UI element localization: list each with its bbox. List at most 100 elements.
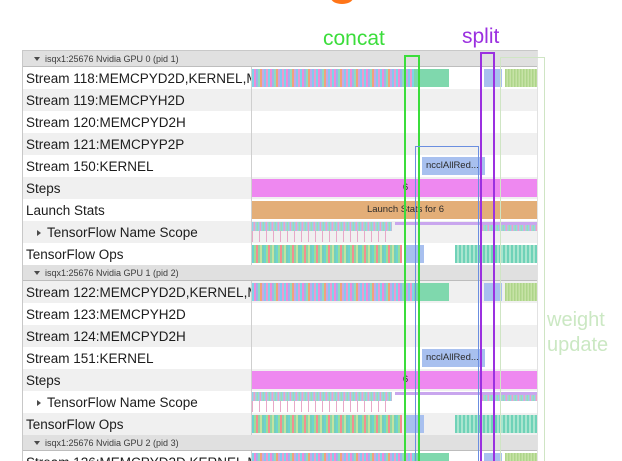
row-label-text: Stream 126:MEMCPYD2D,KERNEL,MI xyxy=(26,455,251,461)
timeline-bar[interactable] xyxy=(414,453,449,461)
timeline-track[interactable] xyxy=(251,451,537,461)
timeline-row[interactable]: Stream 122:MEMCPYD2D,KERNEL,MI xyxy=(23,281,537,303)
timeline-bar[interactable]: ncclAllRed... xyxy=(422,157,485,175)
timeline-row[interactable]: Stream 121:MEMCPYP2P xyxy=(23,133,537,155)
timeline-row[interactable]: Stream 123:MEMCPYH2D xyxy=(23,303,537,325)
timeline-track[interactable] xyxy=(251,221,537,243)
row-label[interactable]: TensorFlow Ops xyxy=(23,247,251,262)
timeline-bar[interactable] xyxy=(484,69,502,87)
group-header-1[interactable]: isqx1:25676 Nvidia GPU 1 (pid 2) xyxy=(23,265,537,281)
timeline-bar[interactable] xyxy=(252,283,414,301)
timeline-bar[interactable] xyxy=(252,415,402,433)
row-label[interactable]: Steps xyxy=(23,373,251,388)
timeline-bar[interactable] xyxy=(484,453,502,461)
timeline-row[interactable]: Stream 126:MEMCPYD2D,KERNEL,MI xyxy=(23,451,537,461)
timeline-track[interactable]: 6 xyxy=(251,177,537,199)
timeline-bar[interactable]: ncclAllRed... xyxy=(422,349,485,367)
timeline-bar[interactable] xyxy=(252,222,392,231)
timeline-track[interactable] xyxy=(251,413,537,435)
row-label[interactable]: Stream 120:MEMCPYD2H xyxy=(23,115,251,130)
timeline-track[interactable]: ncclAllRed... xyxy=(251,155,537,177)
timeline-row[interactable]: TensorFlow Ops xyxy=(23,243,537,265)
timeline-bar[interactable] xyxy=(455,415,537,433)
chevron-right-icon[interactable] xyxy=(37,229,41,236)
chevron-down-icon[interactable] xyxy=(34,56,40,61)
timeline-row[interactable]: Stream 151:KERNEL ncclAllRed... xyxy=(23,347,537,369)
timeline-row[interactable]: TensorFlow Ops xyxy=(23,413,537,435)
timeline-bar[interactable] xyxy=(505,69,537,87)
row-label[interactable]: TensorFlow Name Scope xyxy=(23,225,251,240)
timeline-bar[interactable] xyxy=(414,283,449,301)
row-label[interactable]: TensorFlow Name Scope xyxy=(23,395,251,410)
row-label[interactable]: Stream 119:MEMCPYH2D xyxy=(23,93,251,108)
timeline-row[interactable]: Stream 118:MEMCPYD2D,KERNEL,ME xyxy=(23,67,537,89)
row-label-text: Stream 120:MEMCPYD2H xyxy=(26,114,186,130)
timeline-track[interactable] xyxy=(251,281,537,303)
timeline-bar[interactable] xyxy=(252,231,392,242)
timeline-bar[interactable] xyxy=(395,222,537,225)
timeline-track[interactable]: 6 xyxy=(251,369,537,391)
timeline-track[interactable] xyxy=(251,111,537,133)
timeline-panel[interactable]: isqx1:25676 Nvidia GPU 0 (pid 1) Stream 1… xyxy=(22,50,538,461)
row-label[interactable]: Stream 126:MEMCPYD2D,KERNEL,MI xyxy=(23,455,251,461)
timeline-bar[interactable]: 6 xyxy=(252,371,537,389)
timeline-bar[interactable] xyxy=(455,245,537,263)
timeline-track[interactable] xyxy=(251,67,537,89)
timeline-bar[interactable] xyxy=(505,283,537,301)
row-label[interactable]: Stream 151:KERNEL xyxy=(23,351,251,366)
timeline-bar[interactable] xyxy=(252,401,392,412)
timeline-bar[interactable]: 6 xyxy=(252,179,537,197)
group-header-0[interactable]: isqx1:25676 Nvidia GPU 0 (pid 1) xyxy=(23,51,537,67)
timeline-track[interactable] xyxy=(251,133,537,155)
timeline-track[interactable] xyxy=(251,325,537,347)
group-header-2[interactable]: isqx1:25676 Nvidia GPU 2 (pid 3) xyxy=(23,435,537,451)
chevron-down-icon[interactable] xyxy=(34,440,40,445)
timeline-bar[interactable] xyxy=(505,453,537,461)
timeline-bar[interactable] xyxy=(252,392,392,401)
timeline-track[interactable] xyxy=(251,89,537,111)
row-label[interactable]: Stream 123:MEMCPYH2D xyxy=(23,307,251,322)
row-label[interactable]: Stream 122:MEMCPYD2D,KERNEL,MI xyxy=(23,285,251,300)
timeline-track[interactable]: Launch Stats for 6 xyxy=(251,199,537,221)
row-label-text: Stream 122:MEMCPYD2D,KERNEL,MI xyxy=(26,284,251,300)
group-header-label: isqx1:25676 Nvidia GPU 1 (pid 2) xyxy=(45,267,179,278)
timeline-bar[interactable] xyxy=(484,283,502,301)
row-label[interactable]: Stream 121:MEMCPYP2P xyxy=(23,137,251,152)
timeline-row[interactable]: TensorFlow Name Scope xyxy=(23,391,537,413)
row-label[interactable]: Steps xyxy=(23,181,251,196)
timeline-track[interactable] xyxy=(251,243,537,265)
timeline-bar[interactable] xyxy=(252,69,414,87)
chevron-down-icon[interactable] xyxy=(34,270,40,275)
chevron-right-icon[interactable] xyxy=(37,399,41,406)
timeline-bar[interactable]: Launch Stats for 6 xyxy=(252,201,537,219)
timeline-bar[interactable] xyxy=(480,395,537,401)
row-label[interactable]: Launch Stats xyxy=(23,203,251,218)
timeline-row[interactable]: Stream 119:MEMCPYH2D xyxy=(23,89,537,111)
timeline-bar[interactable] xyxy=(252,453,414,461)
timeline-track[interactable]: ncclAllRed... xyxy=(251,347,537,369)
timeline-bar[interactable] xyxy=(480,225,537,231)
timeline-bar[interactable] xyxy=(252,245,402,263)
row-label-text: Stream 121:MEMCPYP2P xyxy=(26,136,185,152)
timeline-track[interactable] xyxy=(251,391,537,413)
timeline-row[interactable]: TensorFlow Name Scope xyxy=(23,221,537,243)
row-label[interactable]: TensorFlow Ops xyxy=(23,417,251,432)
timeline-bar[interactable] xyxy=(395,392,537,395)
annotation-label-split: split xyxy=(462,25,500,48)
timeline-bar[interactable] xyxy=(404,415,424,433)
row-label[interactable]: Stream 124:MEMCPYD2H xyxy=(23,329,251,344)
timeline-row[interactable]: Stream 124:MEMCPYD2H xyxy=(23,325,537,347)
timeline-row[interactable]: Stream 120:MEMCPYD2H xyxy=(23,111,537,133)
row-label[interactable]: Stream 118:MEMCPYD2D,KERNEL,ME xyxy=(23,71,251,86)
timeline-track[interactable] xyxy=(251,303,537,325)
row-label-text: Stream 119:MEMCPYH2D xyxy=(26,92,185,108)
row-label-text: TensorFlow Ops xyxy=(26,416,124,432)
bar-label: ncclAllRed... xyxy=(426,352,479,363)
timeline-bar[interactable] xyxy=(404,245,424,263)
timeline-bar[interactable] xyxy=(414,69,449,87)
timeline-row[interactable]: Stream 150:KERNEL ncclAllRed... xyxy=(23,155,537,177)
row-label[interactable]: Stream 150:KERNEL xyxy=(23,159,251,174)
